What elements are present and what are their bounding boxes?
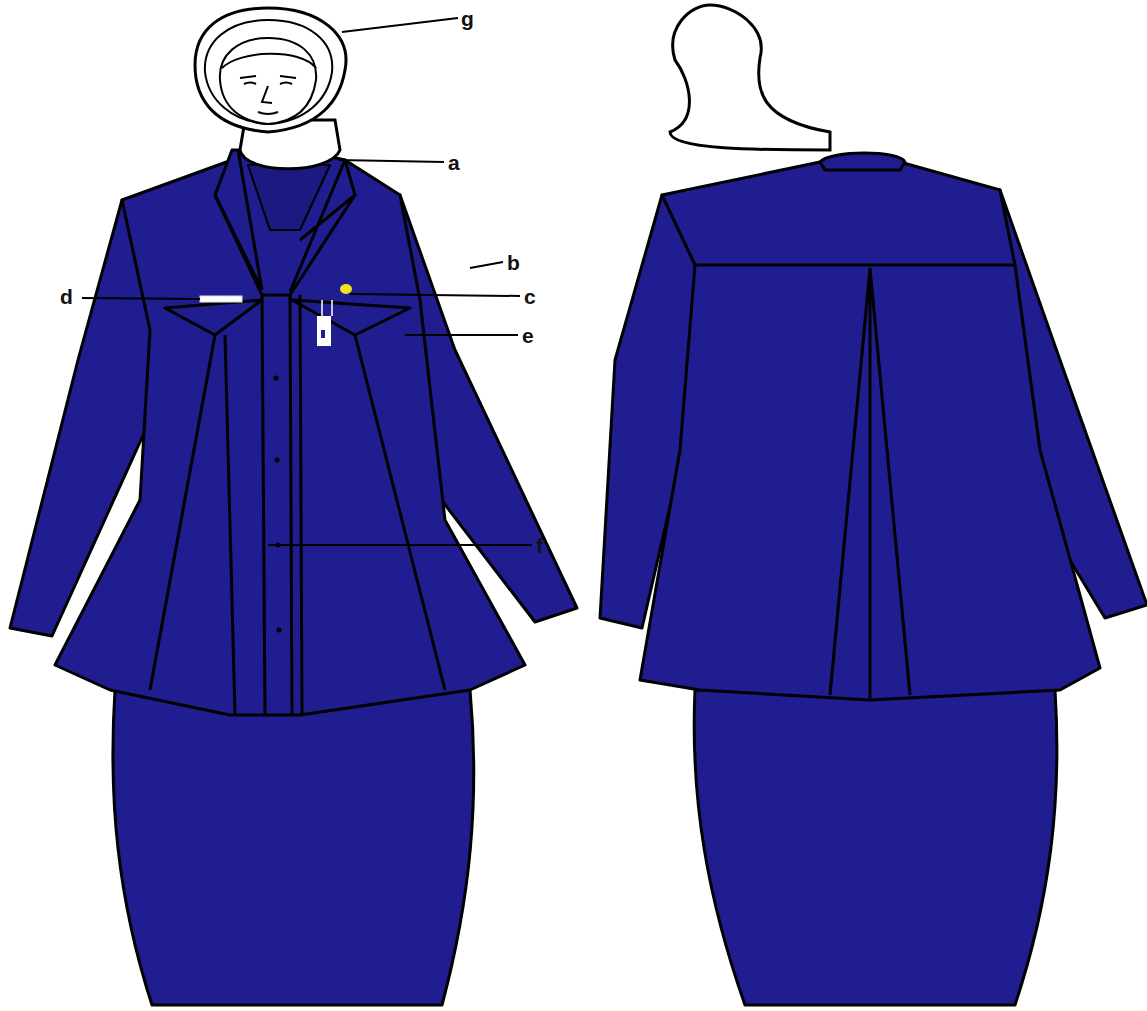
skirt-front	[113, 690, 474, 1005]
leader-lines	[82, 18, 532, 545]
callout-letter: b	[507, 252, 520, 273]
pocket-flap-left	[165, 300, 262, 335]
jacket-back	[640, 162, 1100, 700]
callout-letter: e	[522, 325, 534, 346]
callout-letter: d	[60, 286, 73, 307]
face	[240, 76, 296, 114]
headscarf	[195, 8, 346, 132]
skirt-back	[694, 690, 1057, 1005]
headscarf-back	[670, 5, 830, 150]
pin-badge	[340, 284, 352, 294]
collar	[215, 150, 355, 295]
callout-letter: a	[448, 152, 460, 173]
callout-letter: g	[461, 8, 474, 29]
id-card	[317, 316, 331, 346]
collar-back	[820, 153, 905, 170]
pocket-flap-right	[292, 300, 410, 335]
name-plate	[200, 296, 242, 302]
callout-letter: c	[524, 286, 536, 307]
callout-letter: f	[536, 535, 543, 556]
